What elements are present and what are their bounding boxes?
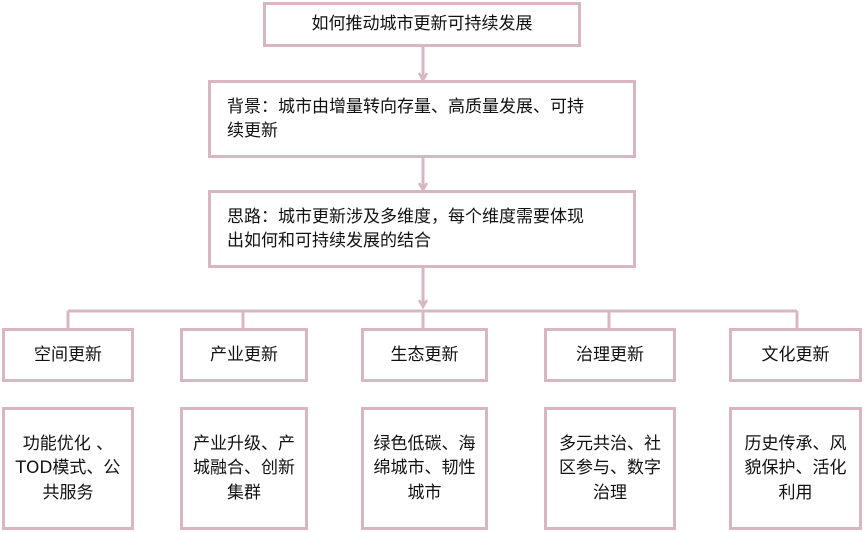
detail-box-culture: 历史传承、风 貌保护、活化 利用 (729, 407, 862, 530)
detail-text-space: 功能优化 、 TOD模式、公 共服务 (15, 434, 121, 503)
detail-text-culture: 历史传承、风 貌保护、活化 利用 (744, 434, 847, 503)
detail-box-ecology: 绿色低碳、海 绵城市、韧性 城市 (361, 407, 488, 530)
category-box-governance: 治理更新 (544, 328, 676, 382)
approach-text: 思路：城市更新涉及多维度，每个维度需要体现 出如何和可持续发展的结合 (227, 206, 584, 251)
background-text: 背景：城市由增量转向存量、高质量发展、可持 续更新 (227, 96, 584, 141)
detail-box-industry: 产业升级、产 城融合、创新 集群 (180, 407, 308, 530)
title-box: 如何推动城市更新可持续发展 (263, 2, 581, 47)
category-box-industry: 产业更新 (180, 328, 308, 382)
category-box-ecology: 生态更新 (361, 328, 488, 382)
detail-text-industry: 产业升级、产 城融合、创新 集群 (193, 434, 295, 503)
category-label-industry: 产业更新 (210, 344, 278, 365)
category-label-ecology: 生态更新 (390, 344, 459, 365)
category-label-culture: 文化更新 (761, 344, 830, 365)
category-label-governance: 治理更新 (576, 344, 644, 365)
detail-text-governance: 多元共治、社 区参与、数字 治理 (559, 434, 661, 503)
background-box: 背景：城市由增量转向存量、高质量发展、可持 续更新 (208, 80, 636, 158)
detail-text-ecology: 绿色低碳、海 绵城市、韧性 城市 (373, 434, 476, 503)
approach-box: 思路：城市更新涉及多维度，每个维度需要体现 出如何和可持续发展的结合 (208, 190, 636, 268)
category-box-culture: 文化更新 (729, 328, 862, 382)
title-text: 如何推动城市更新可持续发展 (311, 14, 533, 35)
category-label-space: 空间更新 (34, 344, 102, 365)
detail-box-governance: 多元共治、社 区参与、数字 治理 (544, 407, 676, 530)
detail-box-space: 功能优化 、 TOD模式、公 共服务 (2, 407, 134, 530)
category-box-space: 空间更新 (2, 328, 134, 382)
